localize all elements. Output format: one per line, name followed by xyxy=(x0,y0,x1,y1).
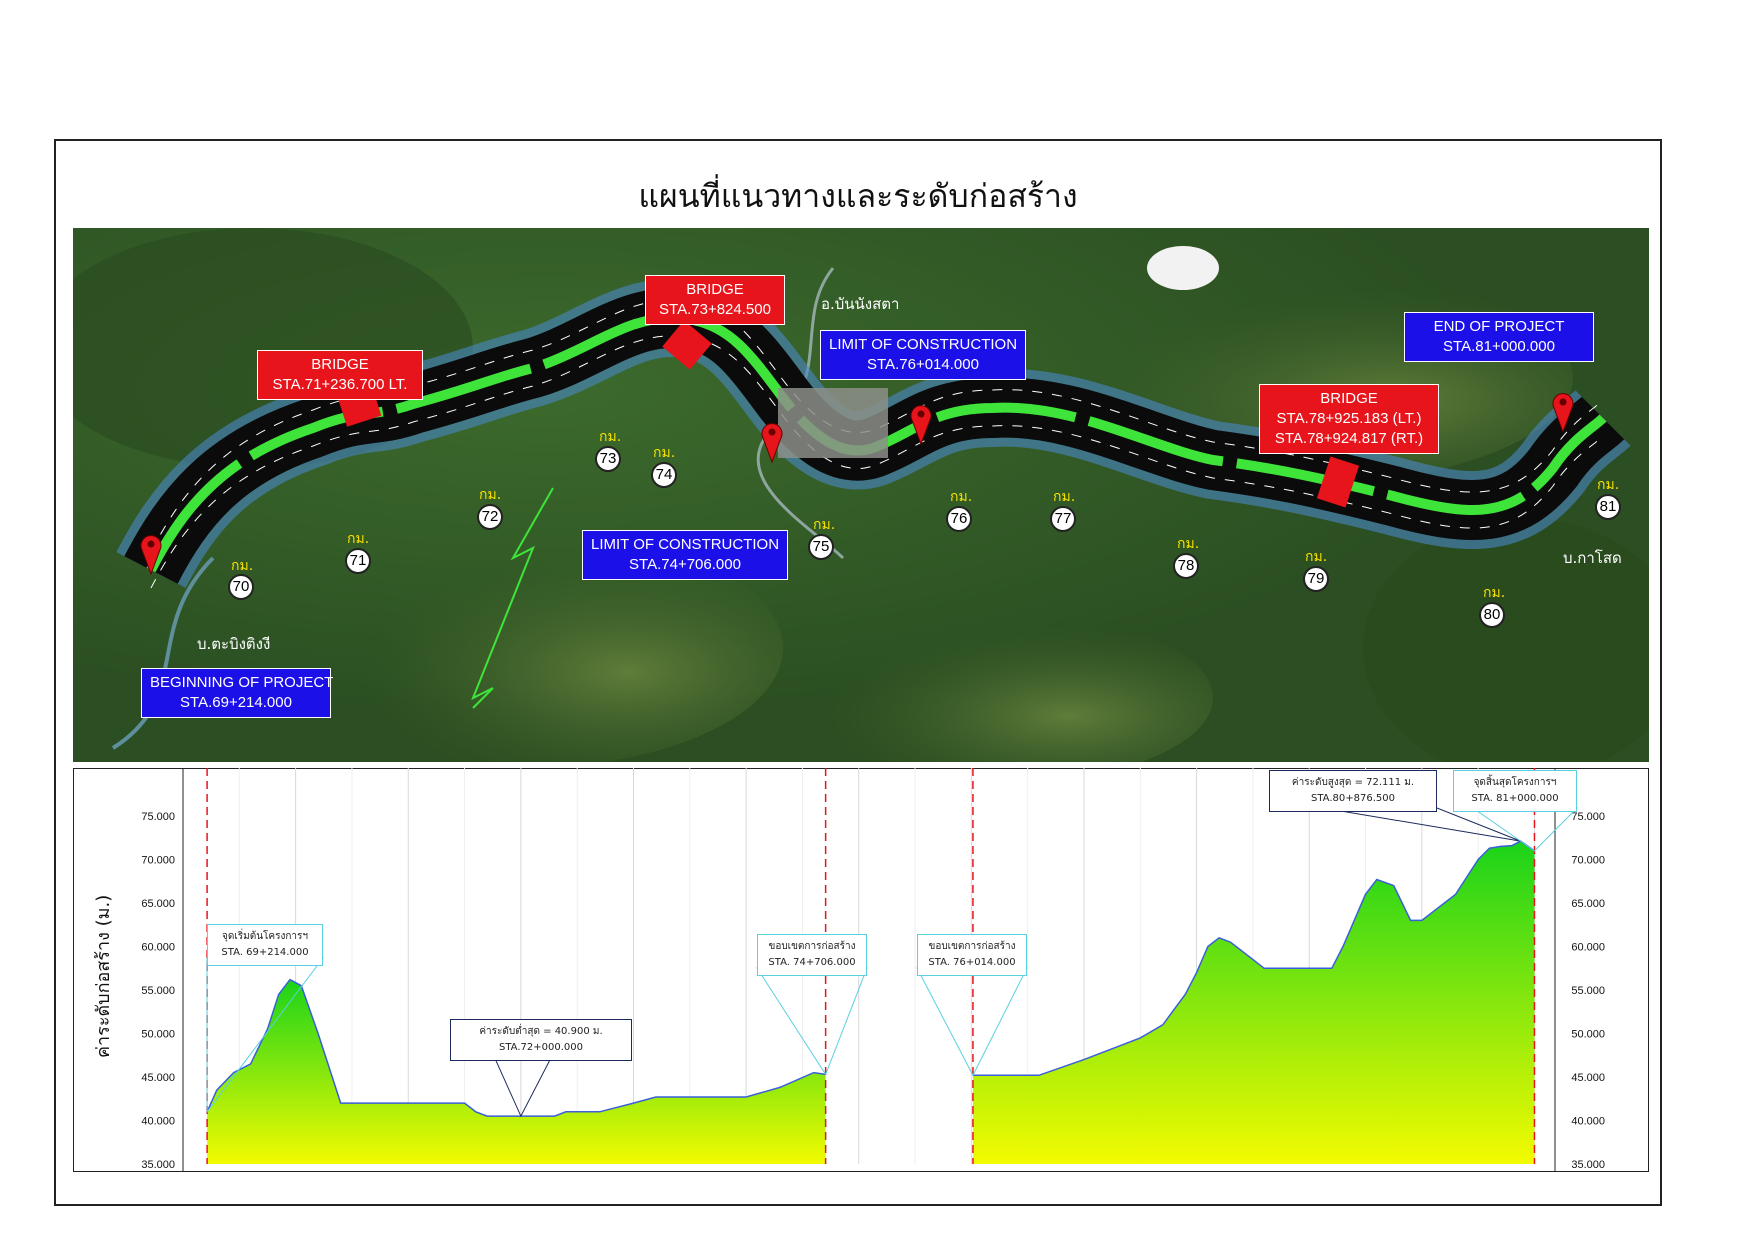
map-pin-icon xyxy=(761,423,783,464)
km-marker-73: 73 xyxy=(595,446,621,472)
km-marker-79: 79 xyxy=(1303,566,1329,592)
bridge-78-marker xyxy=(1316,456,1360,508)
y-tick-label-left: 40.000 xyxy=(141,1116,175,1128)
y-tick-label-left: 55.000 xyxy=(141,985,175,997)
km-label: กม. xyxy=(1177,536,1200,552)
y-tick-label-left: 35.000 xyxy=(141,1159,175,1171)
y-tick-label-left: 65.000 xyxy=(141,898,175,910)
km-label: กม. xyxy=(950,489,973,505)
km-label: กม. xyxy=(599,429,622,445)
km-marker-77: 77 xyxy=(1050,506,1076,532)
km-marker-74: 74 xyxy=(651,462,677,488)
page-title: แผนที่แนวทางและระดับก่อสร้าง xyxy=(638,177,1078,215)
place-tabing-tingngi: บ.ตะบิงติงงี xyxy=(197,635,271,653)
lane-marking xyxy=(150,335,1604,589)
farmland-patch xyxy=(263,528,783,762)
km-label: กม. xyxy=(1305,549,1328,565)
km-label: กม. xyxy=(813,517,836,533)
y-tick-label-left: 45.000 xyxy=(141,1072,175,1084)
y-tick-label-left: 60.000 xyxy=(141,942,175,954)
map-pin-icon xyxy=(1552,393,1574,434)
profile-area-1 xyxy=(207,979,826,1164)
map-pin-icon xyxy=(910,405,932,446)
place-kasot: บ.กาโสด xyxy=(1563,549,1622,567)
km-marker-76: 76 xyxy=(946,506,972,532)
km-label: กม. xyxy=(347,531,370,547)
callout-min: ค่าระดับต่ำสุด = 40.900 ม.STA.72+000.000 xyxy=(450,1019,632,1061)
bridge-73-marker xyxy=(662,320,712,370)
profile-line-1 xyxy=(206,978,826,1117)
y-tick-label-left: 75.000 xyxy=(141,811,175,823)
km-marker-80: 80 xyxy=(1479,602,1505,628)
y-tick-label-right: 75.000 xyxy=(1571,811,1605,823)
km-marker-72: 72 xyxy=(477,504,503,530)
km-label: กม. xyxy=(1483,585,1506,601)
km-label: กม. xyxy=(231,558,254,574)
y-tick-label-right: 70.000 xyxy=(1571,855,1605,867)
profile-chart: 75.000 75.000 70.000 70.000 65.000 65.000 60.0… xyxy=(73,768,1649,1191)
cloud xyxy=(1147,246,1219,290)
y-tick-label-right: 50.000 xyxy=(1571,1029,1605,1041)
forest-patch xyxy=(1363,518,1649,762)
river xyxy=(111,556,215,750)
y-axis-label: ค่าระดับก่อสร้าง (ม.) xyxy=(93,895,114,1058)
km-label: กม. xyxy=(1597,477,1620,493)
y-tick-label-right: 40.000 xyxy=(1571,1116,1605,1128)
profile-area-2 xyxy=(972,841,1535,1164)
km-marker-71: 71 xyxy=(345,548,371,574)
km-label: กม. xyxy=(1053,489,1076,505)
km-marker-78: 78 xyxy=(1173,553,1199,579)
km-marker-70: 70 xyxy=(228,574,254,600)
y-tick-label-right: 45.000 xyxy=(1571,1072,1605,1084)
km-marker-75: 75 xyxy=(808,534,834,560)
y-tick-label-right: 60.000 xyxy=(1571,942,1605,954)
town-area xyxy=(778,388,888,458)
km-label: กม. xyxy=(479,487,502,503)
y-tick-label-right: 55.000 xyxy=(1571,985,1605,997)
place-bannang-sata: อ.บันนังสตา xyxy=(821,295,900,313)
km-label: กม. xyxy=(653,445,676,461)
y-tick-label-right: 65.000 xyxy=(1571,898,1605,910)
y-tick-label-left: 70.000 xyxy=(141,855,175,867)
farmland-patch xyxy=(733,608,1213,762)
y-tick-label-left: 50.000 xyxy=(141,1029,175,1041)
profile-line-2 xyxy=(972,840,1535,1077)
callout-max: ค่าระดับสูงสุด = 72.111 ม.STA.80+876.500 xyxy=(1269,770,1437,812)
y-tick-label-right: 35.000 xyxy=(1571,1159,1605,1171)
transmission-line xyxy=(471,487,554,709)
map-pin-icon xyxy=(140,535,162,576)
km-marker-81: 81 xyxy=(1595,494,1621,520)
